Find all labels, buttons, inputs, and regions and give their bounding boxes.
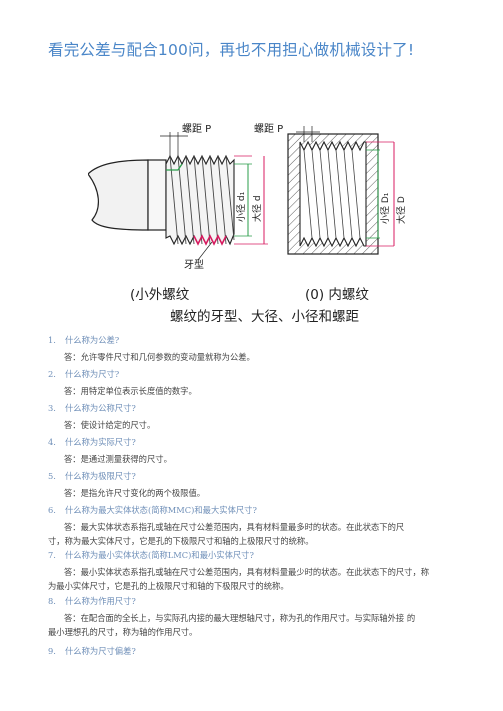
question-item: 7. 什么称为最小实体状态(简称LMC)和最小实体尺寸?	[48, 549, 254, 561]
external-thread: 螺距 P 小径 d₁ 大径 d 牙型	[88, 123, 268, 271]
question-text: 什么称为最小实体状态(简称LMC)和最小实体尺寸?	[65, 550, 254, 560]
question-text: 什么称为作用尺寸?	[65, 596, 136, 606]
question-text: 什么称为公称尺寸?	[65, 403, 136, 413]
answer-text: 最小理想孔的尺寸，称为轴的作用尺寸。	[48, 627, 198, 637]
answer-text: 答：是指允许尺寸变化的两个极限值。	[64, 488, 206, 498]
answer-text: 答：用特定单位表示长度值的数字。	[64, 386, 197, 396]
answer-text: 答：允许零件尺寸和几何参数的变动量就称为公差。	[64, 352, 255, 362]
question-item: 4. 什么称为实际尺寸?	[48, 436, 136, 448]
answer-text: 寸，称为最大实体尺寸，它是孔的下极限尺寸和轴的上极限尺寸的统称。	[48, 536, 314, 546]
answer-text: 答：是通过测量获得的尺寸。	[64, 454, 172, 464]
answer-text: 答：使设计给定的尺寸。	[64, 420, 156, 430]
major-diameter-internal-label: 大径 D	[395, 196, 407, 224]
major-diameter-label: 大径 d	[251, 195, 263, 222]
question-item: 3. 什么称为公称尺寸?	[48, 402, 136, 414]
page-title: 看完公差与配合100问，再也不用担心做机械设计了!	[48, 41, 415, 59]
question-text: 什么称为尺寸偏差?	[65, 646, 136, 656]
question-item: 5. 什么称为极限尺寸?	[48, 470, 136, 482]
pitch-label-left: 螺距 P	[182, 123, 211, 135]
question-text: 什么称为最大实体状态(简称MMC)和最大实体尺寸?	[65, 505, 257, 515]
question-number: 9.	[48, 646, 56, 656]
question-text: 什么称为公差?	[65, 335, 120, 345]
question-item: 9. 什么称为尺寸偏差?	[48, 645, 136, 657]
question-text: 什么称为实际尺寸?	[65, 437, 136, 447]
pitch-label-right: 螺距 P	[254, 123, 283, 135]
question-item: 6. 什么称为最大实体状态(简称MMC)和最大实体尺寸?	[48, 504, 257, 516]
thread-form-label: 牙型	[184, 258, 204, 271]
question-item: 1. 什么称为公差?	[48, 334, 119, 346]
minor-diameter-internal-label: 小径 D₁	[379, 192, 391, 224]
minor-diameter-label: 小径 d₁	[235, 191, 247, 222]
answer-text: 答：在配合面的全长上，与实际孔内接的最大理想轴尺寸，称为孔的作用尺寸。与实际轴外…	[64, 613, 416, 623]
question-number: 3.	[48, 403, 56, 413]
question-number: 7.	[48, 550, 56, 560]
question-text: 什么称为极限尺寸?	[65, 471, 136, 481]
answer-text: 答：最大实体状态系指孔或轴在尺寸公差范围内，具有材料量最多时的状态。在此状态下的…	[64, 522, 405, 532]
question-number: 2.	[48, 369, 56, 379]
thread-diagram: 螺距 P 小径 d₁ 大径 d 牙型 螺距 P 小径 D₁ 大径 D	[88, 123, 407, 271]
answer-text: 答：最小实体状态系指孔或轴在尺寸公差范围内，具有材料量最少时的状态。在此状态下的…	[64, 567, 430, 577]
caption-external: (小外螺纹	[130, 287, 190, 303]
question-number: 4.	[48, 437, 56, 447]
question-item: 8. 什么称为作用尺寸?	[48, 595, 136, 607]
internal-thread: 螺距 P 小径 D₁ 大径 D	[254, 123, 407, 255]
question-text: 什么称为尺寸?	[65, 369, 120, 379]
caption-internal: (0) 内螺纹	[305, 287, 369, 303]
question-number: 5.	[48, 471, 56, 481]
figure-caption: 螺纹的牙型、大径、小径和螺距	[170, 309, 359, 325]
question-number: 8.	[48, 596, 56, 606]
question-number: 6.	[48, 505, 56, 515]
question-item: 2. 什么称为尺寸?	[48, 368, 119, 380]
answer-text: 为最小实体尺寸，它是孔的上极限尺寸和轴的下极限尺寸的统称。	[48, 581, 289, 591]
question-number: 1.	[48, 335, 56, 345]
